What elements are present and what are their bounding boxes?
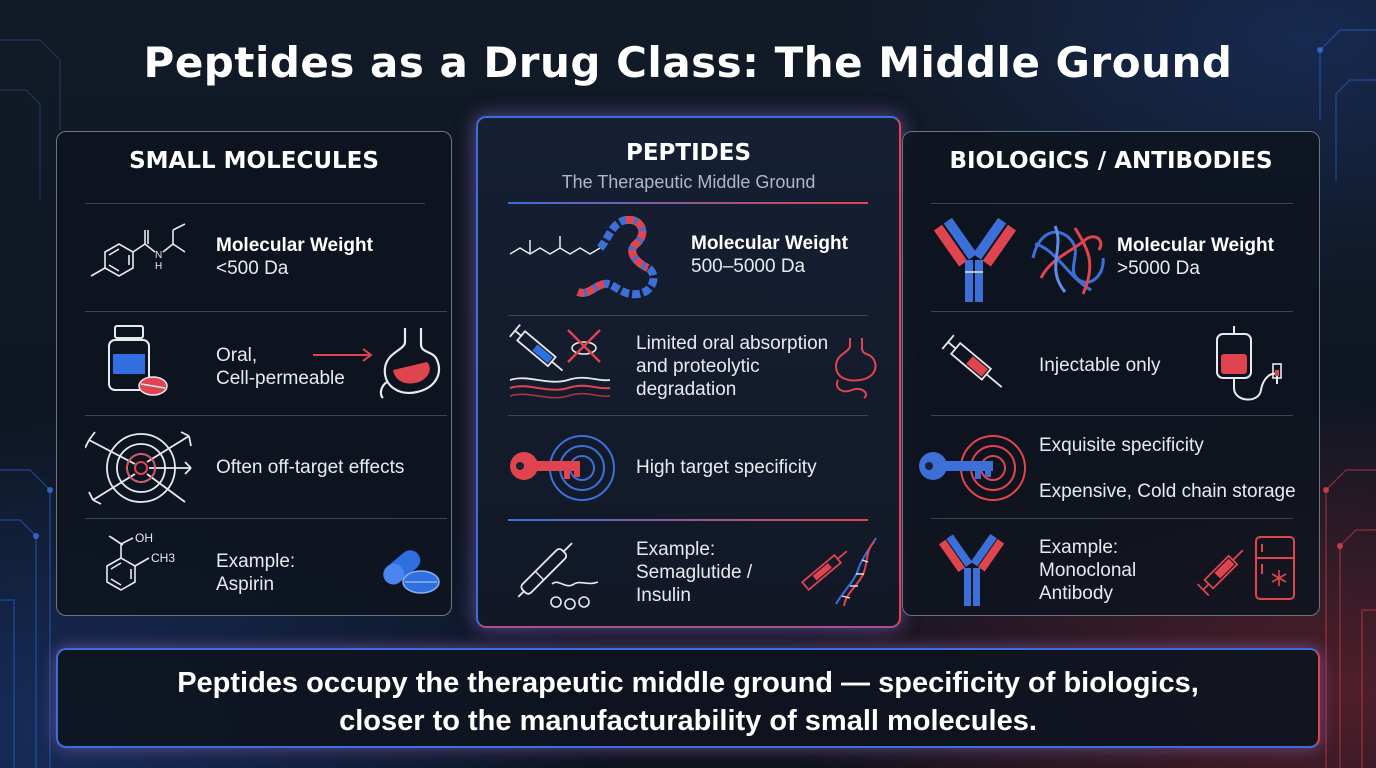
panel-heading: SMALL MOLECULES <box>129 148 379 174</box>
atom-ch3-label: CH3 <box>151 551 175 565</box>
summary-line-2: closer to the manufacturability of small… <box>339 705 1037 737</box>
atom-h-label: H <box>155 261 162 272</box>
pill-bottle-icon <box>108 325 168 396</box>
example-row: Example: Monoclonal Antibody <box>903 520 1319 624</box>
antibody-small-icon <box>938 534 1005 606</box>
specificity-row: Exquisite specificity Expensive, Cold ch… <box>903 416 1319 520</box>
summary-banner: Peptides occupy the therapeutic middle g… <box>56 648 1320 748</box>
biologics-panel: BIOLOGICS / ANTIBODIES Molecular Wei <box>902 131 1320 616</box>
molecular-weight-row: Molecular Weight >5000 Da <box>903 204 1319 308</box>
example-label: Example: <box>1039 537 1119 558</box>
key-target-icon <box>510 435 615 501</box>
atom-n-label: N <box>155 250 162 261</box>
stomach-icon <box>379 328 441 399</box>
storage-text: Expensive, Cold chain storage <box>1039 481 1296 502</box>
syringe-small-icon <box>1196 549 1244 597</box>
route-row: Oral, Cell-permeable <box>57 312 451 416</box>
mw-value: >5000 Da <box>1117 258 1200 279</box>
specificity-text: Often off-target effects <box>216 457 405 478</box>
mw-value: <500 Da <box>216 258 289 279</box>
divider <box>85 311 447 312</box>
specificity-row: Often off-target effects <box>57 416 451 520</box>
panel-heading: BIOLOGICS / ANTIBODIES <box>949 148 1273 174</box>
gut-icon <box>834 338 877 399</box>
atom-oh-label: OH <box>135 531 153 545</box>
molecular-weight-row: Molecular Weight 500–5000 Da <box>478 204 899 308</box>
example-line-2: Antibody <box>1039 583 1113 604</box>
mw-value: 500–5000 Da <box>691 256 806 277</box>
example-line-1: Semaglutide / <box>636 562 753 583</box>
dna-syringe-icon <box>800 537 877 607</box>
route-line-2: and proteolytic <box>636 356 760 377</box>
example-label: Example: <box>636 539 716 560</box>
page-title: Peptides as a Drug Class: The Middle Gro… <box>143 38 1233 87</box>
specificity-row: High target specificity <box>478 416 899 520</box>
capsule-tablet-icon <box>383 550 440 594</box>
example-label: Example: <box>216 551 296 572</box>
route-line-2: Cell-permeable <box>216 368 345 389</box>
fridge-icon <box>1255 536 1295 600</box>
molecular-weight-row: N H Molecular Weight <500 Da <box>57 204 451 308</box>
route-line-1: Limited oral absorption <box>636 333 829 354</box>
divider <box>931 203 1293 204</box>
mw-label: Molecular Weight <box>1117 235 1274 256</box>
example-line-1: Monoclonal <box>1039 560 1137 581</box>
small-molecules-panel: SMALL MOLECULES N H Molecular Weight <50… <box>56 131 452 616</box>
divider <box>508 519 868 521</box>
iv-bag-icon <box>1216 326 1282 401</box>
syringe-skin-icon <box>509 324 611 399</box>
divider <box>508 315 868 316</box>
divider <box>931 415 1293 416</box>
route-text: Injectable only <box>1039 355 1161 376</box>
benzamide-structure-icon: N H <box>90 223 186 277</box>
example-line-2: Insulin <box>636 585 691 606</box>
divider <box>508 415 868 416</box>
summary-line-1: Peptides occupy the therapeutic middle g… <box>177 667 1199 699</box>
divider <box>85 518 447 519</box>
no-pill-icon <box>567 329 601 363</box>
syringe-icon <box>941 334 1003 388</box>
arrow-icon <box>313 348 373 362</box>
protein-ribbon-icon <box>1031 225 1105 295</box>
panel-subtitle: The Therapeutic Middle Ground <box>561 172 816 192</box>
panel-heading: PEPTIDES <box>625 140 752 166</box>
aspirin-structure-icon: OH CH3 <box>106 531 175 591</box>
divider <box>508 202 868 204</box>
route-line-1: Oral, <box>216 345 258 366</box>
antibody-icon <box>933 217 1017 302</box>
key-target-icon <box>919 435 1026 501</box>
route-row: Injectable only <box>903 312 1319 416</box>
pen-injector-icon <box>517 542 599 610</box>
example-row: OH CH3 Example: Aspirin <box>57 520 451 624</box>
divider <box>931 311 1293 312</box>
route-line-3: degradation <box>636 379 737 400</box>
specificity-text: High target specificity <box>636 457 817 478</box>
divider <box>931 518 1293 519</box>
peptide-chain-icon <box>509 215 658 299</box>
mw-label: Molecular Weight <box>691 233 848 254</box>
divider <box>85 415 447 416</box>
target-arrows-icon <box>85 431 192 505</box>
mw-label: Molecular Weight <box>216 235 373 256</box>
example-value: Aspirin <box>216 574 275 595</box>
route-row: Limited oral absorption and proteolytic … <box>478 316 899 420</box>
example-row: Example: Semaglutide / Insulin <box>478 520 899 624</box>
peptides-panel: PEPTIDES The Therapeutic Middle Ground M… <box>476 116 901 628</box>
specificity-text: Exquisite specificity <box>1039 435 1204 456</box>
divider <box>85 203 425 204</box>
